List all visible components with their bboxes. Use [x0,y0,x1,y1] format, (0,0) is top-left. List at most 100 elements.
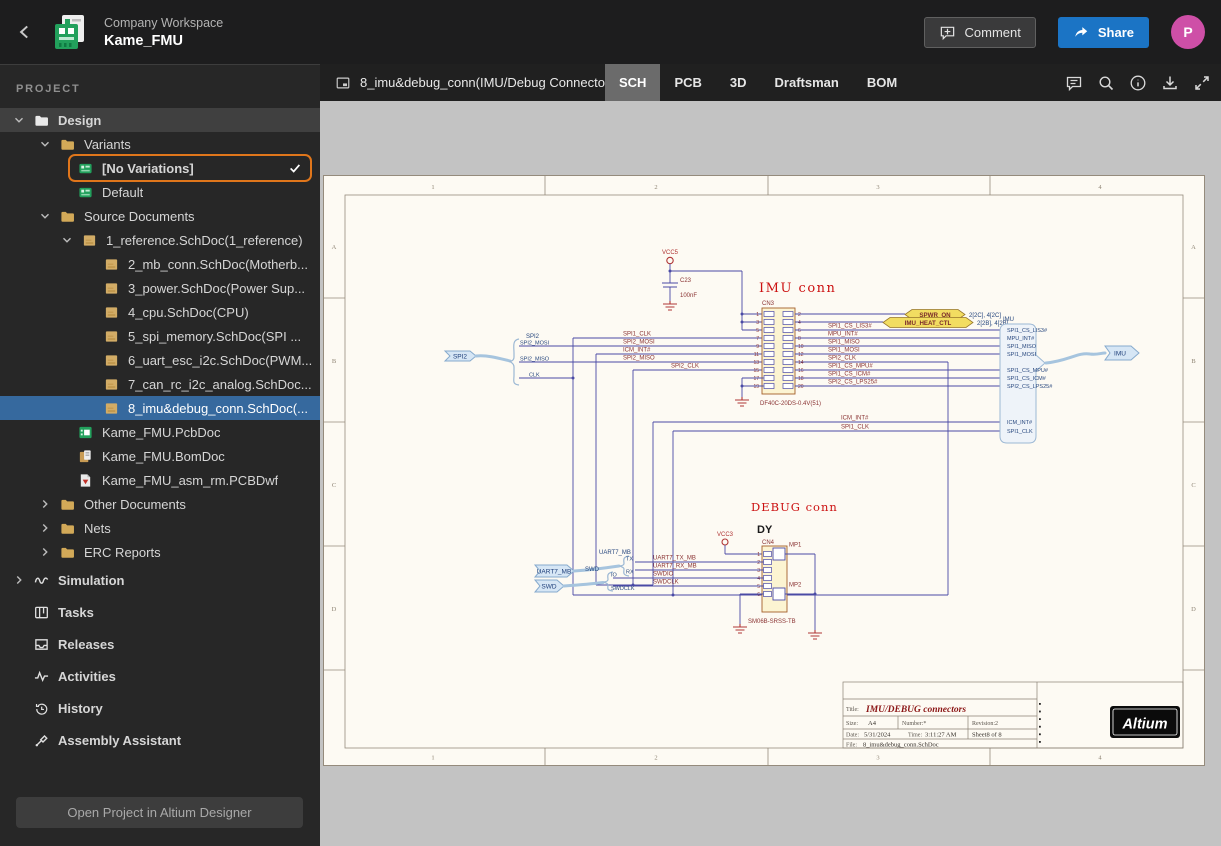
tree-item-schdoc-4[interactable]: 4_cpu.SchDoc(CPU) [0,300,320,324]
sidebar-section-label: PROJECT [16,83,81,95]
info-icon[interactable] [1129,74,1147,92]
harness-signal: SPI1_CS_LIS3# [1007,328,1048,334]
avatar[interactable]: P [1171,15,1205,49]
workspace-name: Company Workspace [104,15,224,30]
net-label: ICM_INT# [841,416,869,422]
tab-pcb[interactable]: PCB [674,75,702,90]
sidebar-item-tasks[interactable]: Tasks [0,596,320,628]
schdoc-icon [104,401,119,416]
tab-sch[interactable]: SCH [605,64,661,101]
tree-item-schdoc-2[interactable]: 2_mb_conn.SchDoc(Motherb... [0,252,320,276]
capacitor-value: 100nF [680,293,697,299]
tree-item-default-variant[interactable]: Default [0,180,320,204]
fullscreen-icon[interactable] [1193,74,1211,92]
variant-icon [78,161,93,176]
sidebar-item-label: Simulation [58,572,125,588]
tab-3d[interactable]: 3D [729,75,747,90]
time-value: 3:11:27 AM [925,732,957,739]
net-label: SPI2_CS_LPS25# [828,380,878,386]
sidebar-item-assembly-assistant[interactable]: Assembly Assistant [0,724,320,756]
tree-item-schdoc-7[interactable]: 7_can_rc_i2c_analog.SchDoc... [0,372,320,396]
tree-item-variants[interactable]: Variants [0,132,320,156]
comments-icon[interactable] [1065,74,1083,92]
tree-item-source-documents[interactable]: Source Documents [0,204,320,228]
tree-item-label: Kame_FMU_asm_rm.PCBDwf [102,472,279,488]
net-label: SPI2_CLK [671,364,699,370]
tasks-kanban-icon [34,605,49,620]
offsheet-connector[interactable] [882,317,974,328]
schdoc-icon [104,329,119,344]
net-label: SPI2_CLK [828,356,856,362]
net-label: SPI1_CS_MPU# [828,364,873,370]
wires [519,337,1001,596]
pin-number: 2 [798,312,801,318]
net-label: SPI1_CS_LIS3# [828,324,872,330]
tab-draftsman[interactable]: Draftsman [774,75,839,90]
harness-label: SPI2 [526,334,540,340]
tree-item-label: Source Documents [84,208,195,224]
port-imu[interactable] [1104,345,1140,361]
sidebar-item-label: Assembly Assistant [58,732,182,748]
title-block: Title: IMU/DEBUG connectors Size: A4 Num… [842,681,1184,749]
pcbdoc-icon [78,425,93,440]
pin-number: 3 [756,320,759,326]
tree-item-label: 6_uart_esc_i2c.SchDoc(PWM... [128,352,313,368]
tab-bom[interactable]: BOM [866,75,898,90]
harness-label: SWD [585,567,600,573]
port-swd[interactable] [533,579,565,593]
comment-button[interactable]: Comment [923,16,1036,48]
tree-item-no-variations[interactable]: [No Variations] [0,154,320,182]
sidebar-item-releases[interactable]: Releases [0,628,320,660]
sheet-inner-border [344,194,1184,749]
harness-bundle[interactable] [999,323,1046,444]
tree-item-schdoc-3[interactable]: 3_power.SchDoc(Power Sup... [0,276,320,300]
tree-item-schdoc-1[interactable]: 1_reference.SchDoc(1_reference) [0,228,320,252]
search-icon[interactable] [1097,74,1115,92]
tree-item-nets[interactable]: Nets [0,516,320,540]
harness-signal: TX [626,557,633,563]
chevron-right-icon [12,573,26,587]
sidebar-item-history[interactable]: History [0,692,320,724]
chevron-down-icon [60,233,74,247]
tree-item-pcbdwf[interactable]: Kame_FMU_asm_rm.PCBDwf [0,468,320,492]
port-uart7-mb[interactable] [533,564,575,578]
net-label: SWDIO [653,572,674,578]
workspace-info: Company Workspace Kame_FMU [104,16,223,49]
tree-item-bomdoc[interactable]: Kame_FMU.BomDoc [0,444,320,468]
port-spi2[interactable] [443,350,477,362]
tree-item-other-documents[interactable]: Other Documents [0,492,320,516]
activities-pulse-icon [34,669,49,684]
ruler-label: C [1191,482,1195,489]
connector-ref: CN3 [762,301,775,307]
tree-item-schdoc-8-selected[interactable]: 8_imu&debug_conn.SchDoc(... [0,396,320,420]
open-in-altium-designer-button[interactable]: Open Project in Altium Designer [16,797,303,828]
schdoc-icon [82,233,97,248]
net-label: SPI1_MISO [828,340,860,346]
mounting-pad [772,547,786,561]
tree-item-design[interactable]: Design [0,108,320,132]
pin-numbers: 1 2 3 4 5 6 [757,552,760,598]
tree-item-erc-reports[interactable]: ERC Reports [0,540,320,564]
tree-item-schdoc-5[interactable]: 5_spi_memory.SchDoc(SPI ... [0,324,320,348]
chevron-spacer [12,605,26,619]
header-actions: Comment Share P [923,15,1205,49]
folder-icon [34,113,49,128]
tree-item-schdoc-6[interactable]: 6_uart_esc_i2c.SchDoc(PWM... [0,348,320,372]
sidebar-item-activities[interactable]: Activities [0,660,320,692]
schematic-canvas[interactable]: 1 2 3 4 1 2 3 4 A B C D A B C D IMU conn [320,101,1221,846]
tree-item-label: [No Variations] [102,160,194,176]
share-button[interactable]: Share [1057,16,1149,48]
comment-plus-icon [939,24,956,41]
document-selector[interactable]: 8_imu&debug_conn(IMU/Debug Connector) [335,75,635,91]
tree-item-pcbdoc[interactable]: Kame_FMU.PcbDoc [0,420,320,444]
net-label: ICM_INT# [623,348,651,354]
download-icon[interactable] [1161,74,1179,92]
sidebar-item-simulation[interactable]: Simulation [0,564,320,596]
pin-number: 12 [798,352,804,358]
pcbdwf-icon [78,473,93,488]
document-icon [335,75,351,91]
imu-section: IMU conn VCC5 C23 100nF SPI2 SPI2 SPI2_M… [443,250,1140,597]
tree-item-label: 8_imu&debug_conn.SchDoc(... [128,400,308,416]
back-button[interactable] [12,19,38,45]
harness-signal: SPI2_MISO [520,357,550,363]
